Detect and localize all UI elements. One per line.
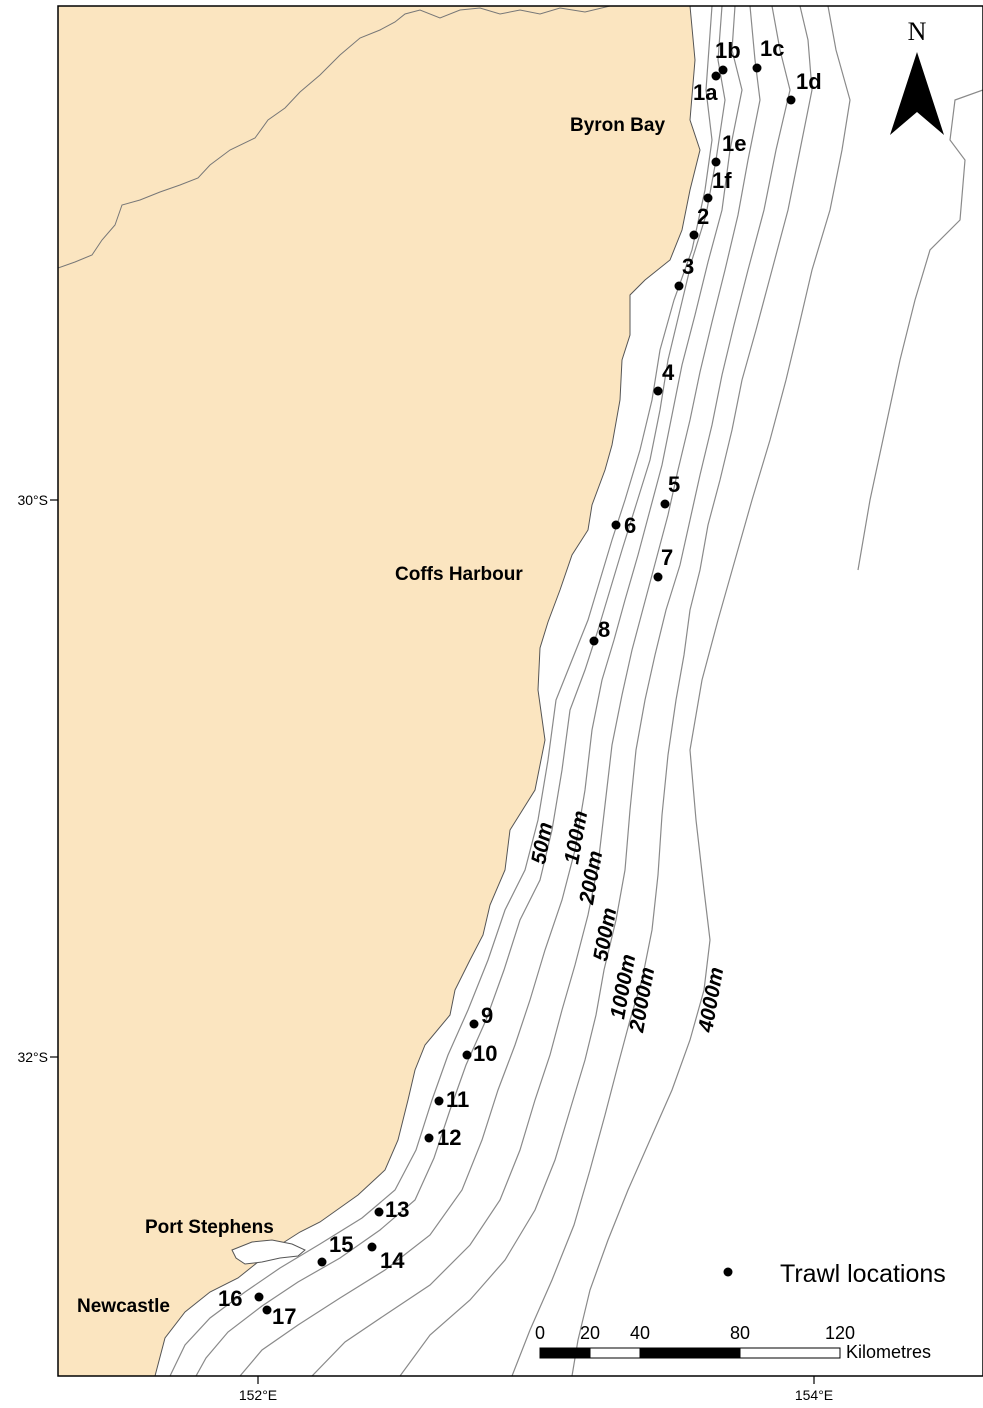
map-frame bbox=[57, 5, 983, 1377]
lon-label: 154°E bbox=[795, 1387, 833, 1403]
trawl-point bbox=[424, 1133, 434, 1143]
north-label: N bbox=[908, 17, 927, 46]
trawl-point bbox=[254, 1292, 264, 1302]
lon-label: 152°E bbox=[239, 1387, 277, 1403]
scale-tick-label: 20 bbox=[580, 1323, 600, 1343]
scale-unit-label: Kilometres bbox=[846, 1342, 931, 1362]
site-label: 14 bbox=[380, 1248, 405, 1273]
site-label: 1b bbox=[715, 38, 741, 63]
trawl-sites: 1a 1b 1c 1d 1e 1f 2 3 4 5 6 7 8 9 10 11 bbox=[218, 36, 822, 1329]
trawl-point bbox=[653, 386, 663, 396]
isobath-contours bbox=[169, 6, 983, 1376]
site-label: 12 bbox=[437, 1125, 461, 1150]
trawl-point bbox=[653, 572, 663, 582]
trawl-point bbox=[462, 1050, 472, 1060]
lat-axis: 30°S 32°S bbox=[17, 492, 58, 1065]
trawl-point bbox=[434, 1096, 444, 1106]
scale-tick-label: 80 bbox=[730, 1323, 750, 1343]
site-label: 8 bbox=[598, 617, 610, 642]
site-label: 15 bbox=[329, 1232, 353, 1257]
place-labels: Byron Bay Coffs Harbour Port Stephens Ne… bbox=[77, 115, 665, 1317]
place-label-coffs-harbour: Coffs Harbour bbox=[395, 564, 523, 585]
legend-marker bbox=[723, 1267, 733, 1277]
scale-tick-label: 0 bbox=[535, 1323, 545, 1343]
trawl-point bbox=[718, 65, 728, 75]
site-label: 4 bbox=[662, 360, 675, 385]
place-label-byron-bay: Byron Bay bbox=[570, 115, 665, 136]
site-label: 7 bbox=[661, 545, 673, 570]
trawl-point bbox=[711, 157, 721, 167]
trawl-point bbox=[703, 193, 713, 203]
north-arrow-icon bbox=[890, 52, 944, 135]
lon-axis: 152°E 154°E bbox=[239, 1376, 833, 1403]
trawl-point bbox=[367, 1242, 377, 1252]
port-stephens-inlet bbox=[231, 1239, 306, 1265]
site-label: 1e bbox=[722, 131, 746, 156]
scale-segment bbox=[589, 1347, 641, 1359]
site-label: 1d bbox=[796, 69, 822, 94]
lat-label: 32°S bbox=[17, 1049, 48, 1065]
trawl-point bbox=[262, 1305, 272, 1315]
legend-label: Trawl locations bbox=[780, 1260, 946, 1288]
site-label: 5 bbox=[668, 472, 680, 497]
site-label: 9 bbox=[481, 1003, 493, 1028]
trawl-point bbox=[469, 1019, 479, 1029]
scale-segment bbox=[739, 1347, 841, 1359]
trawl-point bbox=[752, 63, 762, 73]
site-label: 10 bbox=[473, 1041, 497, 1066]
scale-segment bbox=[639, 1347, 741, 1359]
site-label: 1f bbox=[712, 168, 732, 193]
trawl-point bbox=[374, 1207, 384, 1217]
site-label: 17 bbox=[272, 1304, 296, 1329]
legend: Trawl locations bbox=[723, 1260, 946, 1288]
site-label: 13 bbox=[385, 1197, 409, 1222]
trawl-point bbox=[689, 230, 699, 240]
trawl-point bbox=[611, 520, 621, 530]
place-label-port-stephens: Port Stephens bbox=[145, 1217, 274, 1238]
site-label: 6 bbox=[624, 513, 636, 538]
trawl-point bbox=[674, 281, 684, 291]
trawl-point bbox=[660, 499, 670, 509]
place-label-newcastle: Newcastle bbox=[77, 1296, 170, 1317]
trawl-point bbox=[786, 95, 796, 105]
site-label: 3 bbox=[682, 254, 694, 279]
trawl-point bbox=[317, 1257, 327, 1267]
north-arrow: N bbox=[890, 17, 944, 135]
scale-bar: 0 20 40 80 120 Kilometres bbox=[535, 1323, 931, 1362]
site-label: 1c bbox=[760, 36, 784, 61]
scale-segment bbox=[539, 1347, 591, 1359]
trawl-point bbox=[711, 71, 721, 81]
site-label: 16 bbox=[218, 1286, 242, 1311]
trawl-point bbox=[589, 636, 599, 646]
lat-label: 30°S bbox=[17, 492, 48, 508]
site-label: 2 bbox=[697, 204, 709, 229]
site-label: 11 bbox=[446, 1087, 469, 1112]
scale-tick-label: 120 bbox=[825, 1323, 855, 1343]
state-border bbox=[58, 6, 611, 269]
scale-tick-label: 40 bbox=[630, 1323, 650, 1343]
site-label: 1a bbox=[693, 80, 718, 105]
